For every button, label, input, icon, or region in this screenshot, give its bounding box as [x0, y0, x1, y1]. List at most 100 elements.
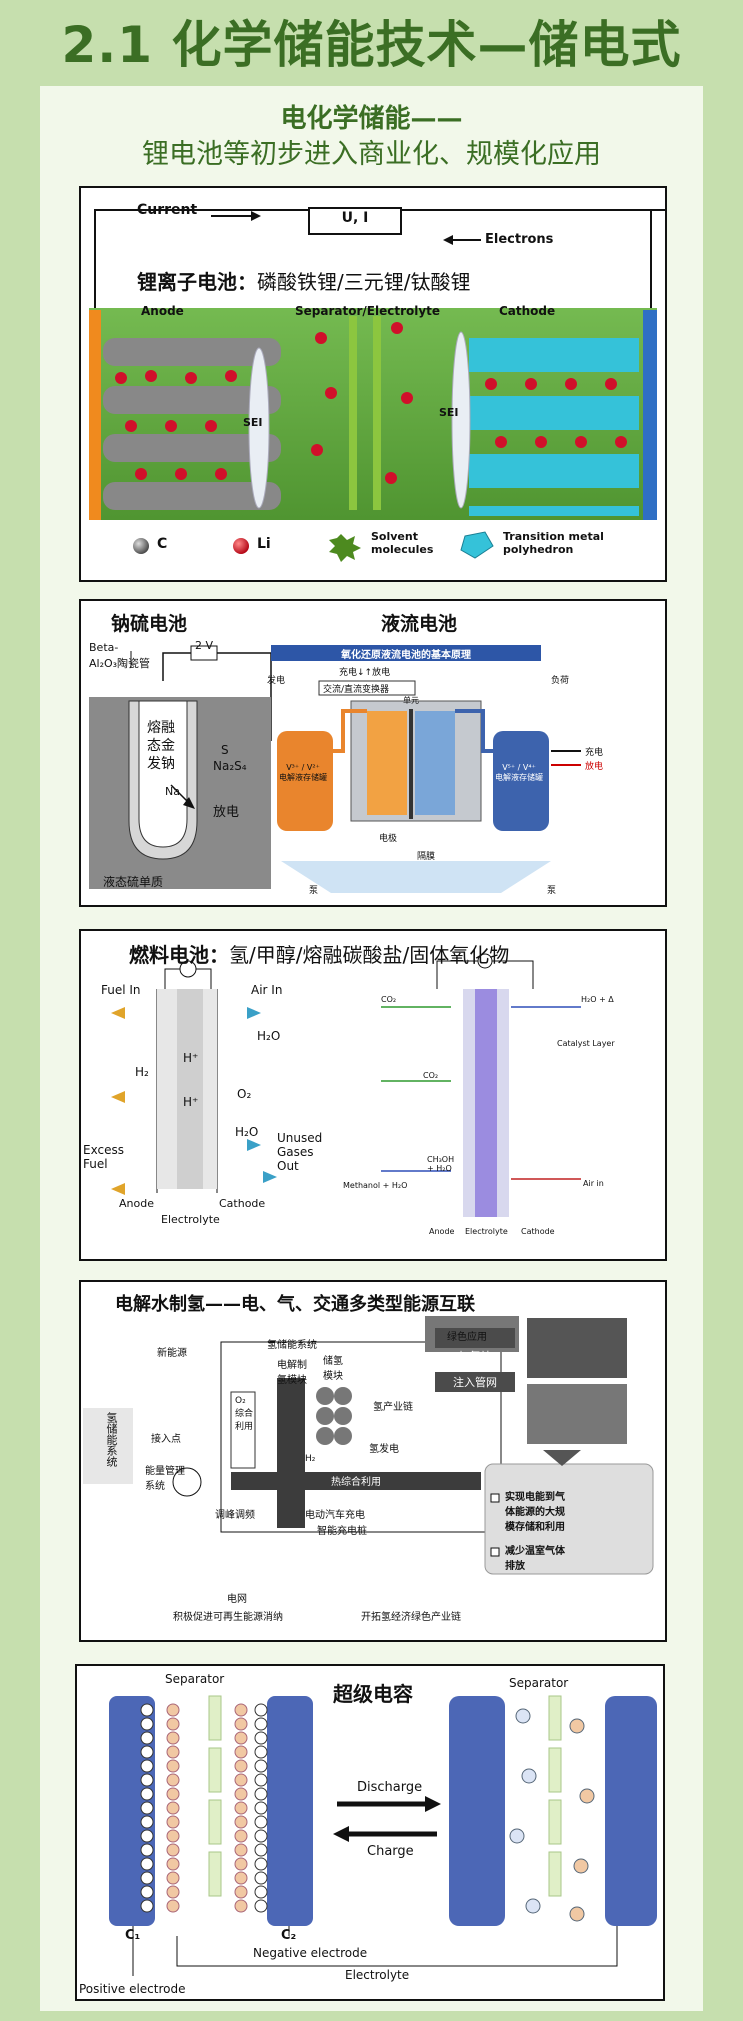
flow-converter: 交流/直流变换器	[323, 685, 390, 695]
fuel-heading: 燃料电池：氢/甲醇/熔融碳酸盐/固体氧化物	[129, 943, 510, 967]
electrolysis-diagram: 电解水制氢——电、气、交通多类型能源互联 新能源 氢储能系统 绿色应用 加氢站 …	[79, 1280, 667, 1642]
plus-ion	[254, 1787, 268, 1801]
nas-discharge: 放电	[213, 805, 240, 820]
pem-catalyst: Catalyst Layer	[557, 1039, 615, 1048]
minus-ion	[166, 1787, 180, 1801]
discharge-label: Discharge	[357, 1780, 423, 1795]
minus-ion	[234, 1829, 248, 1843]
fuel-o2-label: O₂	[237, 1087, 252, 1101]
plus-ion	[254, 1815, 268, 1829]
minus-ion	[166, 1703, 180, 1717]
h2-station-label: 加氢站	[458, 1350, 492, 1363]
chain-label: 氢产业链	[373, 1402, 413, 1413]
li-ion-particle	[165, 420, 177, 432]
new-energy-label: 新能源	[157, 1348, 187, 1359]
pem-methanol: Methanol + H₂O	[343, 1181, 408, 1190]
electrolysis-drawing	[83, 1316, 654, 1575]
flow-heading: 液流电池	[381, 613, 458, 635]
pem-co2-top: CO₂	[381, 995, 397, 1004]
flow-tank-right: V⁵⁺ / V⁴⁺ 电解液存储罐	[495, 763, 543, 782]
minus-ion	[234, 1871, 248, 1885]
li-ion-diagram: Current U, I Electrons 锂离子电池：磷酸铁锂/三元锂/钛酸…	[79, 186, 667, 582]
minus-ion	[166, 1815, 180, 1829]
pem-h2o-delta: H₂O + Δ	[581, 995, 614, 1004]
nas-flow-diagram: 钠硫电池 Beta- Al₂O₃陶瓷管 2 V 熔融 态金 发钠 S Na₂S₄…	[79, 599, 667, 907]
minus-ion	[166, 1885, 180, 1899]
minus-ion	[166, 1773, 180, 1787]
nas-s: S	[221, 743, 229, 757]
minus-ion	[234, 1815, 248, 1829]
flow-pump-left: 泵	[309, 886, 319, 896]
plus-ion	[140, 1703, 154, 1717]
plus-ion	[254, 1871, 268, 1885]
li-ion-particle	[145, 370, 157, 382]
minus-ion	[166, 1843, 180, 1857]
c1-label: C₁	[125, 1928, 141, 1943]
electrons-label: Electrons	[485, 232, 554, 247]
supercap-diagram: Separator 超级电容 Separator Discharge Charg…	[75, 1664, 665, 2001]
nas-beta: Beta-	[89, 641, 119, 654]
flow-charge-discharge: 充电↓↑放电	[339, 668, 391, 678]
positive-electrode-label: Positive electrode	[79, 1982, 186, 1996]
graphite-layers	[103, 338, 281, 510]
li-ion-particle	[311, 444, 323, 456]
ion-layers	[140, 1703, 595, 1922]
li-ion-particle	[315, 332, 327, 344]
inject-label: 注入管网	[453, 1376, 497, 1389]
flow-membrane: 隔膜	[417, 852, 436, 862]
nas-voltage: 2 V	[195, 639, 214, 652]
negative-electrode-label: Negative electrode	[253, 1946, 368, 1960]
li-ion-particle	[565, 378, 577, 390]
bullet-2: 减少温室气体 排放	[505, 1546, 565, 1572]
plus-ion	[140, 1885, 154, 1899]
li-ion-particle	[485, 378, 497, 390]
electrolysis-module-label: 电解制 氢模块	[277, 1360, 307, 1386]
foot-left: 积极促进可再生能源消纳	[173, 1612, 283, 1623]
minus-ion	[234, 1885, 248, 1899]
li-ion-particle	[575, 436, 587, 448]
li-ions	[115, 322, 627, 484]
plus-ion	[140, 1815, 154, 1829]
o2-use-label: O₂ 综合 利用	[235, 1396, 254, 1432]
pem-electrolyte: Electrolyte	[465, 1227, 508, 1236]
electrolyte-label: Electrolyte	[345, 1968, 410, 1982]
minus-ion	[234, 1899, 248, 1913]
li-ion-particle	[125, 420, 137, 432]
flow-electrode: 电极	[379, 834, 398, 844]
ui-label: U, I	[341, 210, 369, 226]
plus-ion	[254, 1899, 268, 1913]
minus-ion	[234, 1745, 248, 1759]
nas-al2o3: Al₂O₃陶瓷管	[89, 657, 151, 670]
li-ion-drawing	[89, 207, 665, 562]
minus-ion	[234, 1717, 248, 1731]
fuel-in-label: Fuel In	[101, 983, 141, 997]
li-ion-particle	[215, 468, 227, 480]
flow-load: 负荷	[551, 676, 570, 686]
bullet-1: 实现电能到气 体能源的大规 模存储和利用	[505, 1492, 565, 1533]
plus-ion	[254, 1801, 268, 1815]
separator-right-label: Separator	[509, 1676, 569, 1690]
plus-ion	[140, 1717, 154, 1731]
minus-ion	[234, 1731, 248, 1745]
plus-ion	[254, 1885, 268, 1899]
ev-label: 电动汽车充电	[305, 1510, 365, 1521]
legend-li: Li	[257, 536, 271, 552]
plus-ion	[140, 1843, 154, 1857]
li-ion-particle	[175, 468, 187, 480]
h2-system-label: 氢储能系统	[267, 1340, 317, 1351]
plus-ion	[140, 1899, 154, 1913]
pem-cathode: Cathode	[521, 1227, 555, 1236]
fuel-cathode-label: Cathode	[219, 1197, 266, 1210]
air-in-label: Air In	[251, 983, 283, 997]
cathode-label: Cathode	[499, 304, 556, 318]
pem-anode: Anode	[429, 1227, 455, 1236]
li-ion-particle	[605, 378, 617, 390]
flow-discharge: 放电	[585, 762, 604, 772]
li-ion-particle	[401, 392, 413, 404]
connect-label: 接入点	[151, 1434, 181, 1445]
plus-ion	[140, 1829, 154, 1843]
charge-label: Charge	[367, 1844, 414, 1859]
fuel-h2-label: H₂	[135, 1065, 149, 1079]
fuel-h2o-top: H₂O	[257, 1029, 281, 1043]
plus-ion	[254, 1773, 268, 1787]
